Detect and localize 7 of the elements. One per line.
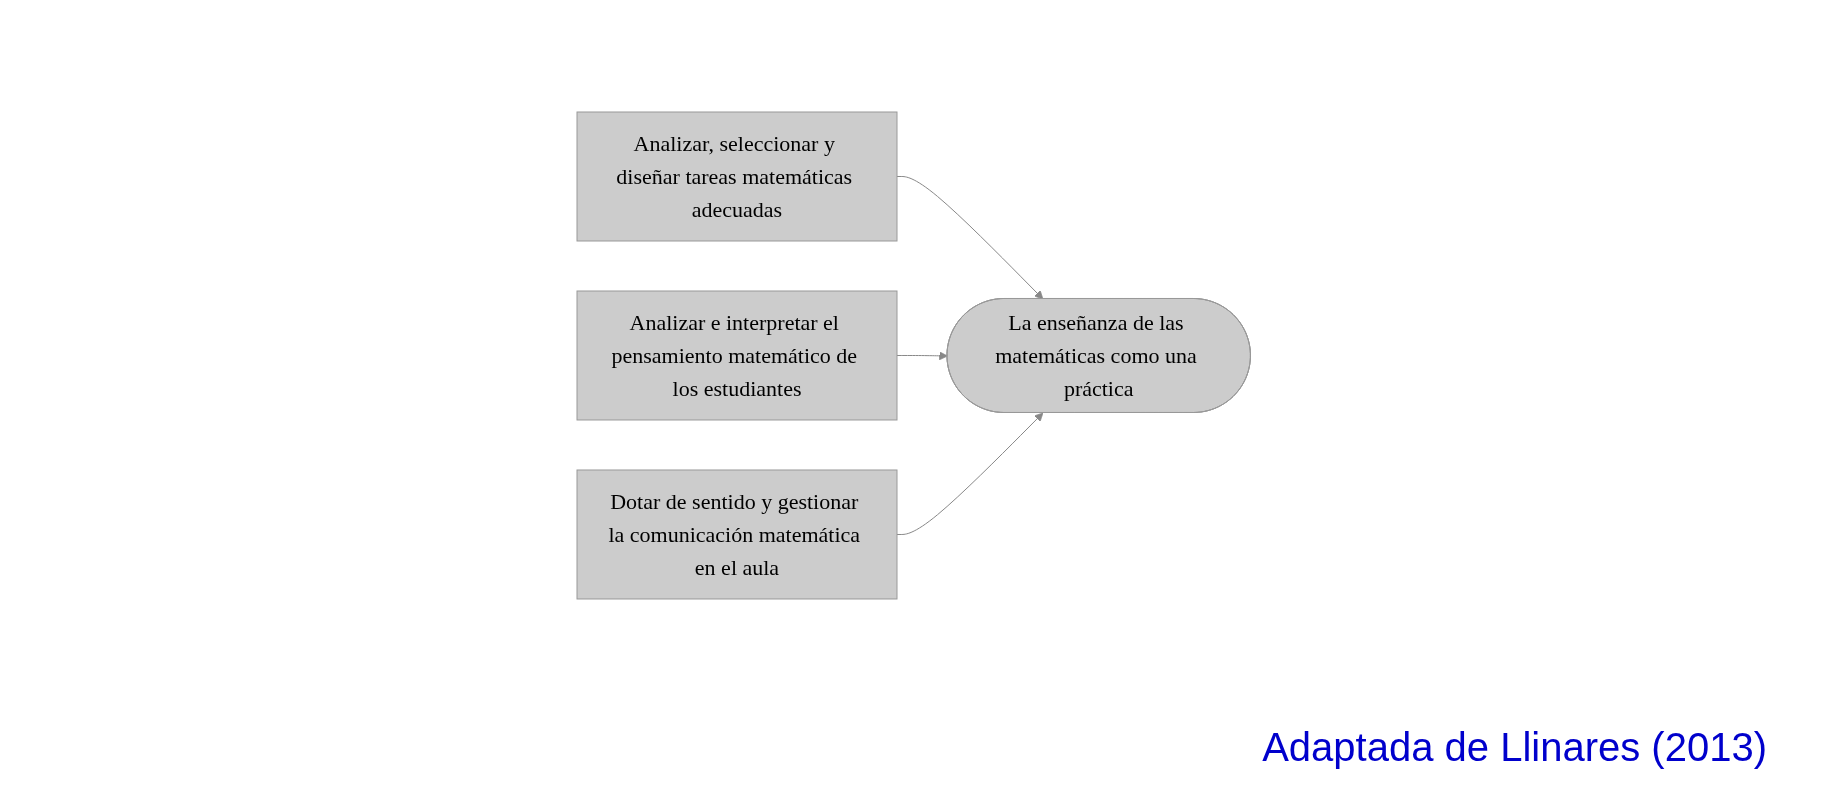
node-box: Dotar de sentido y gestionar la comunicación matemática en el aula — [576, 469, 898, 599]
caption: Adaptada de Llinares (2013) — [1262, 725, 1767, 770]
node-box: Analizar e interpretar el pensamiento matemático de los estudiantes — [576, 290, 898, 420]
node-box: Analizar, seleccionar y diseñar tareas matemáticas adecuadas — [576, 111, 898, 241]
arrow — [896, 412, 1044, 535]
arrow — [896, 175, 1044, 299]
arrow — [896, 350, 948, 360]
